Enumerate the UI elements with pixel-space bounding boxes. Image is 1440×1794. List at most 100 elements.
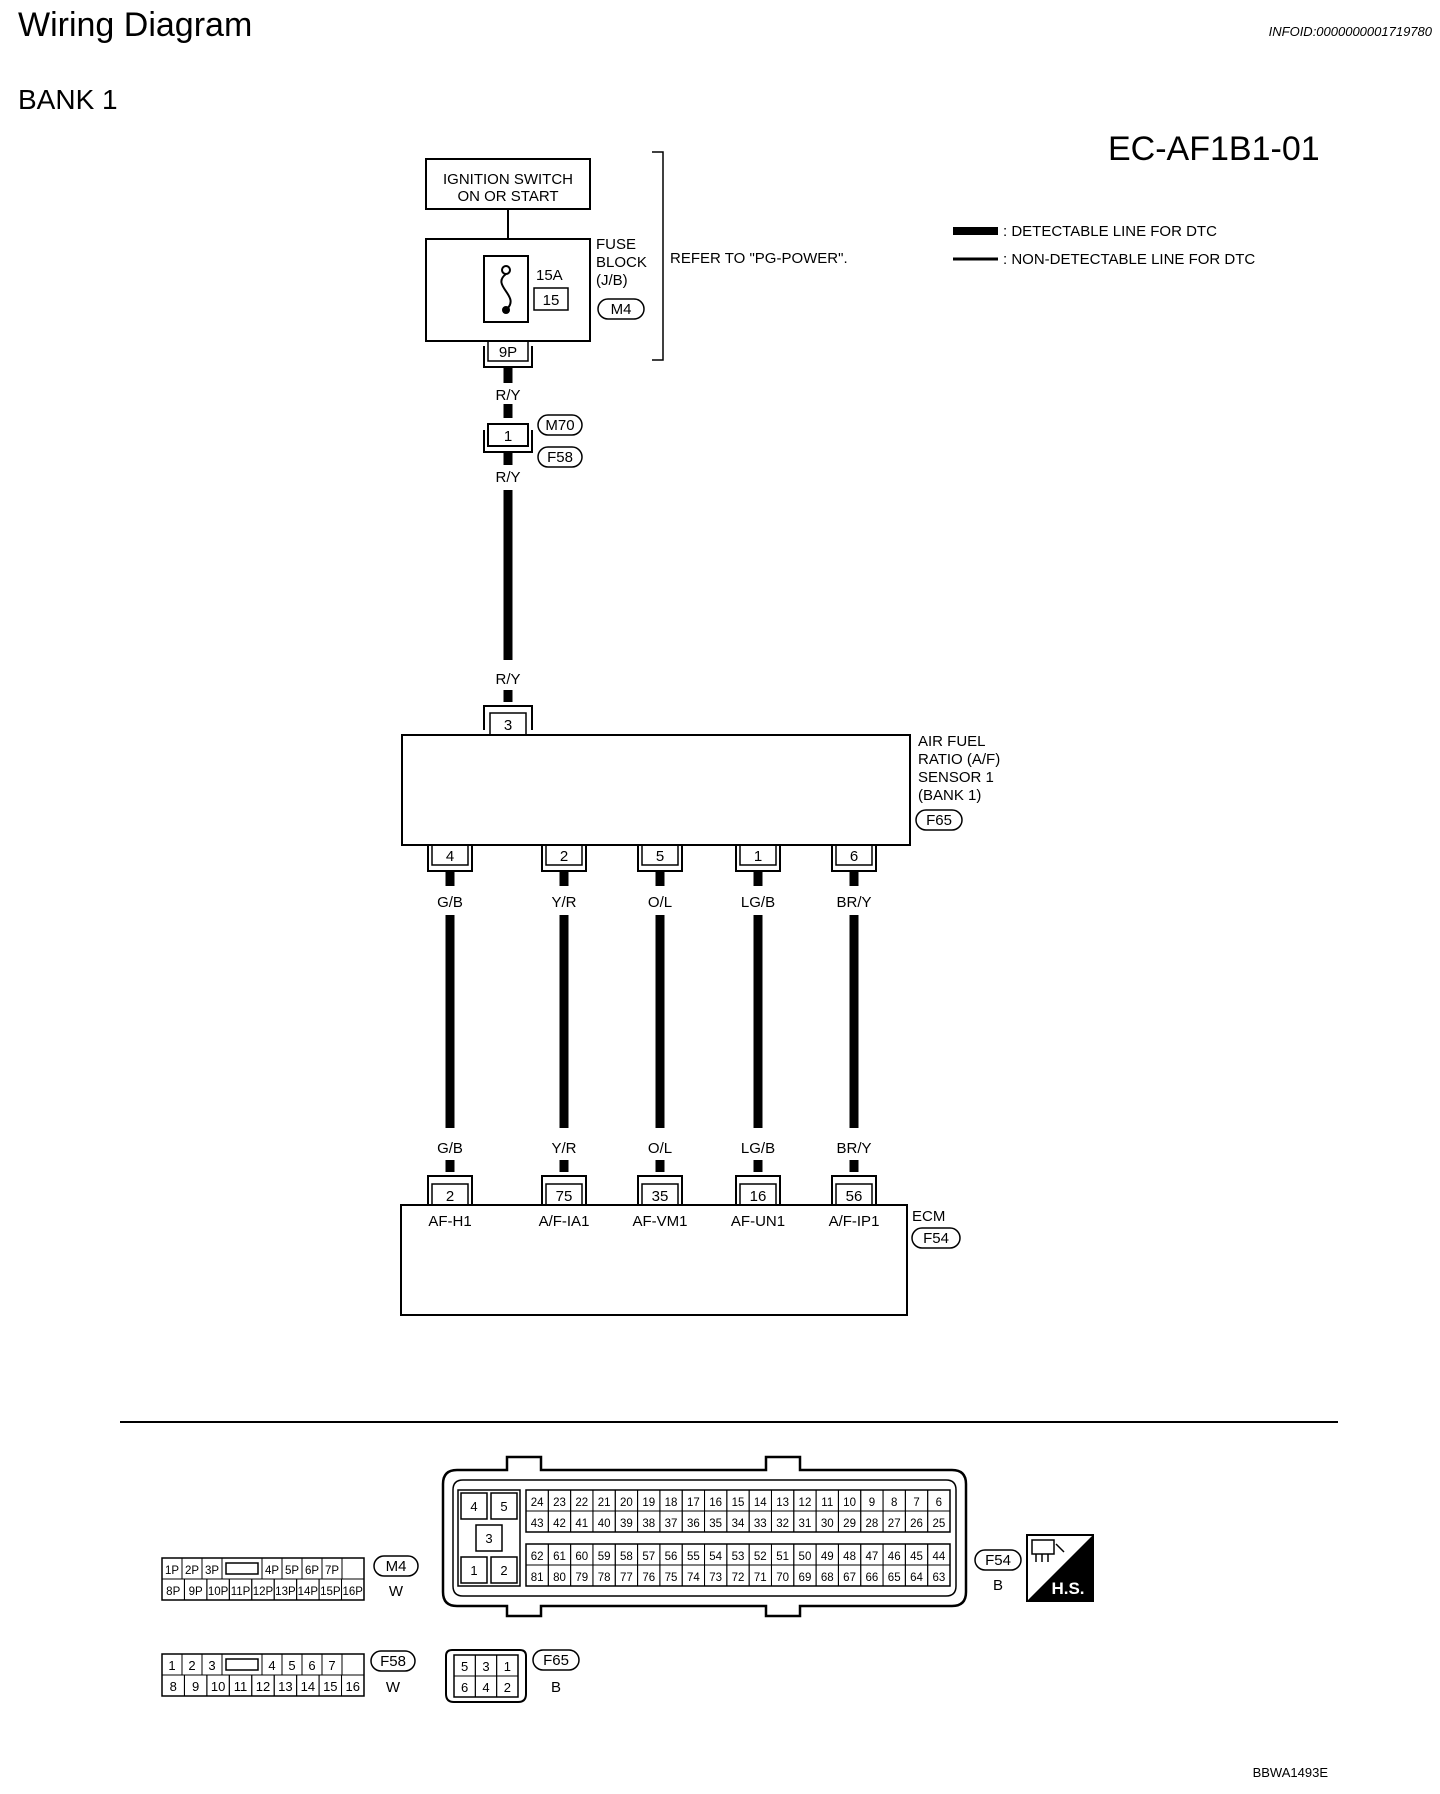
sensor-label1: AIR FUEL: [918, 733, 986, 750]
sensor-power-bracket: [483, 705, 533, 730]
connector-pin-label: 50: [799, 1551, 812, 1563]
svg-text:5: 5: [500, 1499, 507, 1514]
connector-pin-label: 44: [932, 1551, 945, 1563]
fuse-block-box: [425, 238, 591, 342]
hs-badge: H.S.: [1026, 1534, 1094, 1602]
svg-text:3: 3: [485, 1531, 492, 1546]
connector-pin-label: 77: [620, 1572, 633, 1584]
connector-pin-label: 12: [799, 1497, 812, 1509]
ecm-pin-bracket: [637, 1175, 683, 1205]
connector-latch-slot: [225, 1658, 259, 1671]
connector-pin-label: 6: [461, 1680, 468, 1695]
sensor-pin-box: [835, 844, 873, 866]
ecm-pin-name: AF-UN1: [731, 1213, 785, 1230]
connector-pin-label: 73: [709, 1572, 722, 1584]
wire-color-bottom: Y/R: [551, 1140, 576, 1157]
wire-color-top: BR/Y: [836, 894, 871, 911]
sensor-pin: 5: [656, 848, 664, 865]
fuse-terminal-top: [501, 265, 511, 275]
connector-pin-label: 3: [208, 1658, 215, 1673]
page-title: Wiring Diagram: [18, 6, 253, 44]
fuse-connector-badge: [597, 298, 645, 320]
ecm-label: ECM: [912, 1208, 945, 1225]
connector-pin-label: 7: [913, 1497, 919, 1509]
connector-latch: [221, 1653, 263, 1676]
joint-connector-top: M70: [545, 417, 574, 434]
connector-pin-label: 75: [665, 1572, 678, 1584]
connector-pin-label: 68: [821, 1572, 834, 1584]
connector-pin-label: 38: [642, 1518, 655, 1530]
connector-pin-label: 51: [776, 1551, 789, 1563]
connector-f65-badge: [532, 1649, 580, 1671]
svg-text:1: 1: [470, 1563, 477, 1578]
connector-pin-label: 60: [575, 1551, 588, 1563]
wire-color-top: LG/B: [741, 894, 775, 911]
connector-pin-label: 4P: [265, 1565, 279, 1577]
sensor-label4: (BANK 1): [918, 787, 981, 804]
fuse-block-label2: BLOCK: [596, 254, 647, 271]
connector-m4-id: M4: [386, 1558, 407, 1575]
ecm-pin-name: A/F-IA1: [539, 1213, 590, 1230]
diagram-id: EC-AF1B1-01: [1108, 130, 1320, 168]
connector-latch-slot: [225, 1562, 259, 1575]
connector-pin-label: 15: [323, 1679, 337, 1694]
connector-pin-label: 18: [665, 1497, 678, 1509]
connector-pin-label: 5: [461, 1659, 468, 1674]
fuse-holder: [483, 255, 529, 323]
connector-pin-label: 69: [799, 1572, 812, 1584]
connector-pin-label: 11P: [231, 1586, 251, 1598]
connector-latch: [221, 1557, 263, 1580]
connector-pin-label: 15P: [320, 1586, 341, 1598]
fuse-connector-id: M4: [611, 301, 632, 318]
wire-group-4: 1 LG/B LG/B 16 AF-UN1: [731, 844, 785, 1230]
connector-pin-cell: [341, 1578, 365, 1601]
connector-pin-label: 7P: [325, 1565, 339, 1577]
connector-pin-label: 76: [642, 1572, 655, 1584]
fuse-amps: 15A: [536, 267, 563, 284]
connector-m4-badge: [373, 1555, 419, 1577]
info-id: INFOID:0000000001719780: [1268, 24, 1432, 39]
connector-pin-label: 28: [865, 1518, 878, 1530]
connector-pin-label: 15: [732, 1497, 745, 1509]
connector-pin-label: 8: [170, 1679, 177, 1694]
ecm-pin-bracket: [541, 1175, 587, 1205]
connector-pin-label: 27: [888, 1518, 901, 1530]
connector-pin-label: 49: [821, 1551, 834, 1563]
ecm-pin: 35: [652, 1188, 669, 1205]
connector-pin-label: 7: [328, 1658, 335, 1673]
connector-pin-label: 56: [665, 1551, 678, 1563]
wire-group-1: 4 G/B G/B 2 AF-H1: [427, 844, 473, 1230]
connector-pin-label: 11: [234, 1679, 248, 1694]
af-sensor-box: [401, 734, 911, 846]
ecm-pin-bracket: [831, 1175, 877, 1205]
connector-pin-label: 16: [709, 1497, 722, 1509]
wire-color-top: G/B: [437, 894, 463, 911]
connector-f54-housing: [441, 1455, 968, 1618]
connector-pin-label: 6: [936, 1497, 942, 1509]
connector-pin-label: 1P: [165, 1565, 179, 1577]
connector-f65-color: B: [551, 1679, 561, 1696]
ecm-pin: 56: [846, 1188, 863, 1205]
power-wire-color-1: R/Y: [495, 387, 520, 404]
connector-pin-label: 16: [346, 1679, 360, 1694]
connector-pin-label: 13P: [275, 1586, 296, 1598]
ecm-pin: 16: [750, 1188, 767, 1205]
connector-pin-label: 53: [732, 1551, 745, 1563]
connector-pin-label: 78: [598, 1572, 611, 1584]
wire-color-top: Y/R: [551, 894, 576, 911]
connector-pin-label: 19: [642, 1497, 655, 1509]
connector-pin-label: 57: [642, 1551, 655, 1563]
connector-pin-label: 10P: [208, 1586, 229, 1598]
connector-pin-label: 26: [910, 1518, 923, 1530]
power-wire-color-3: R/Y: [495, 671, 520, 688]
connector-pin-label: 22: [575, 1497, 588, 1509]
connector-pin-label: 59: [598, 1551, 611, 1563]
connector-pin-label: 47: [865, 1551, 878, 1563]
svg-text:4: 4: [470, 1499, 477, 1514]
